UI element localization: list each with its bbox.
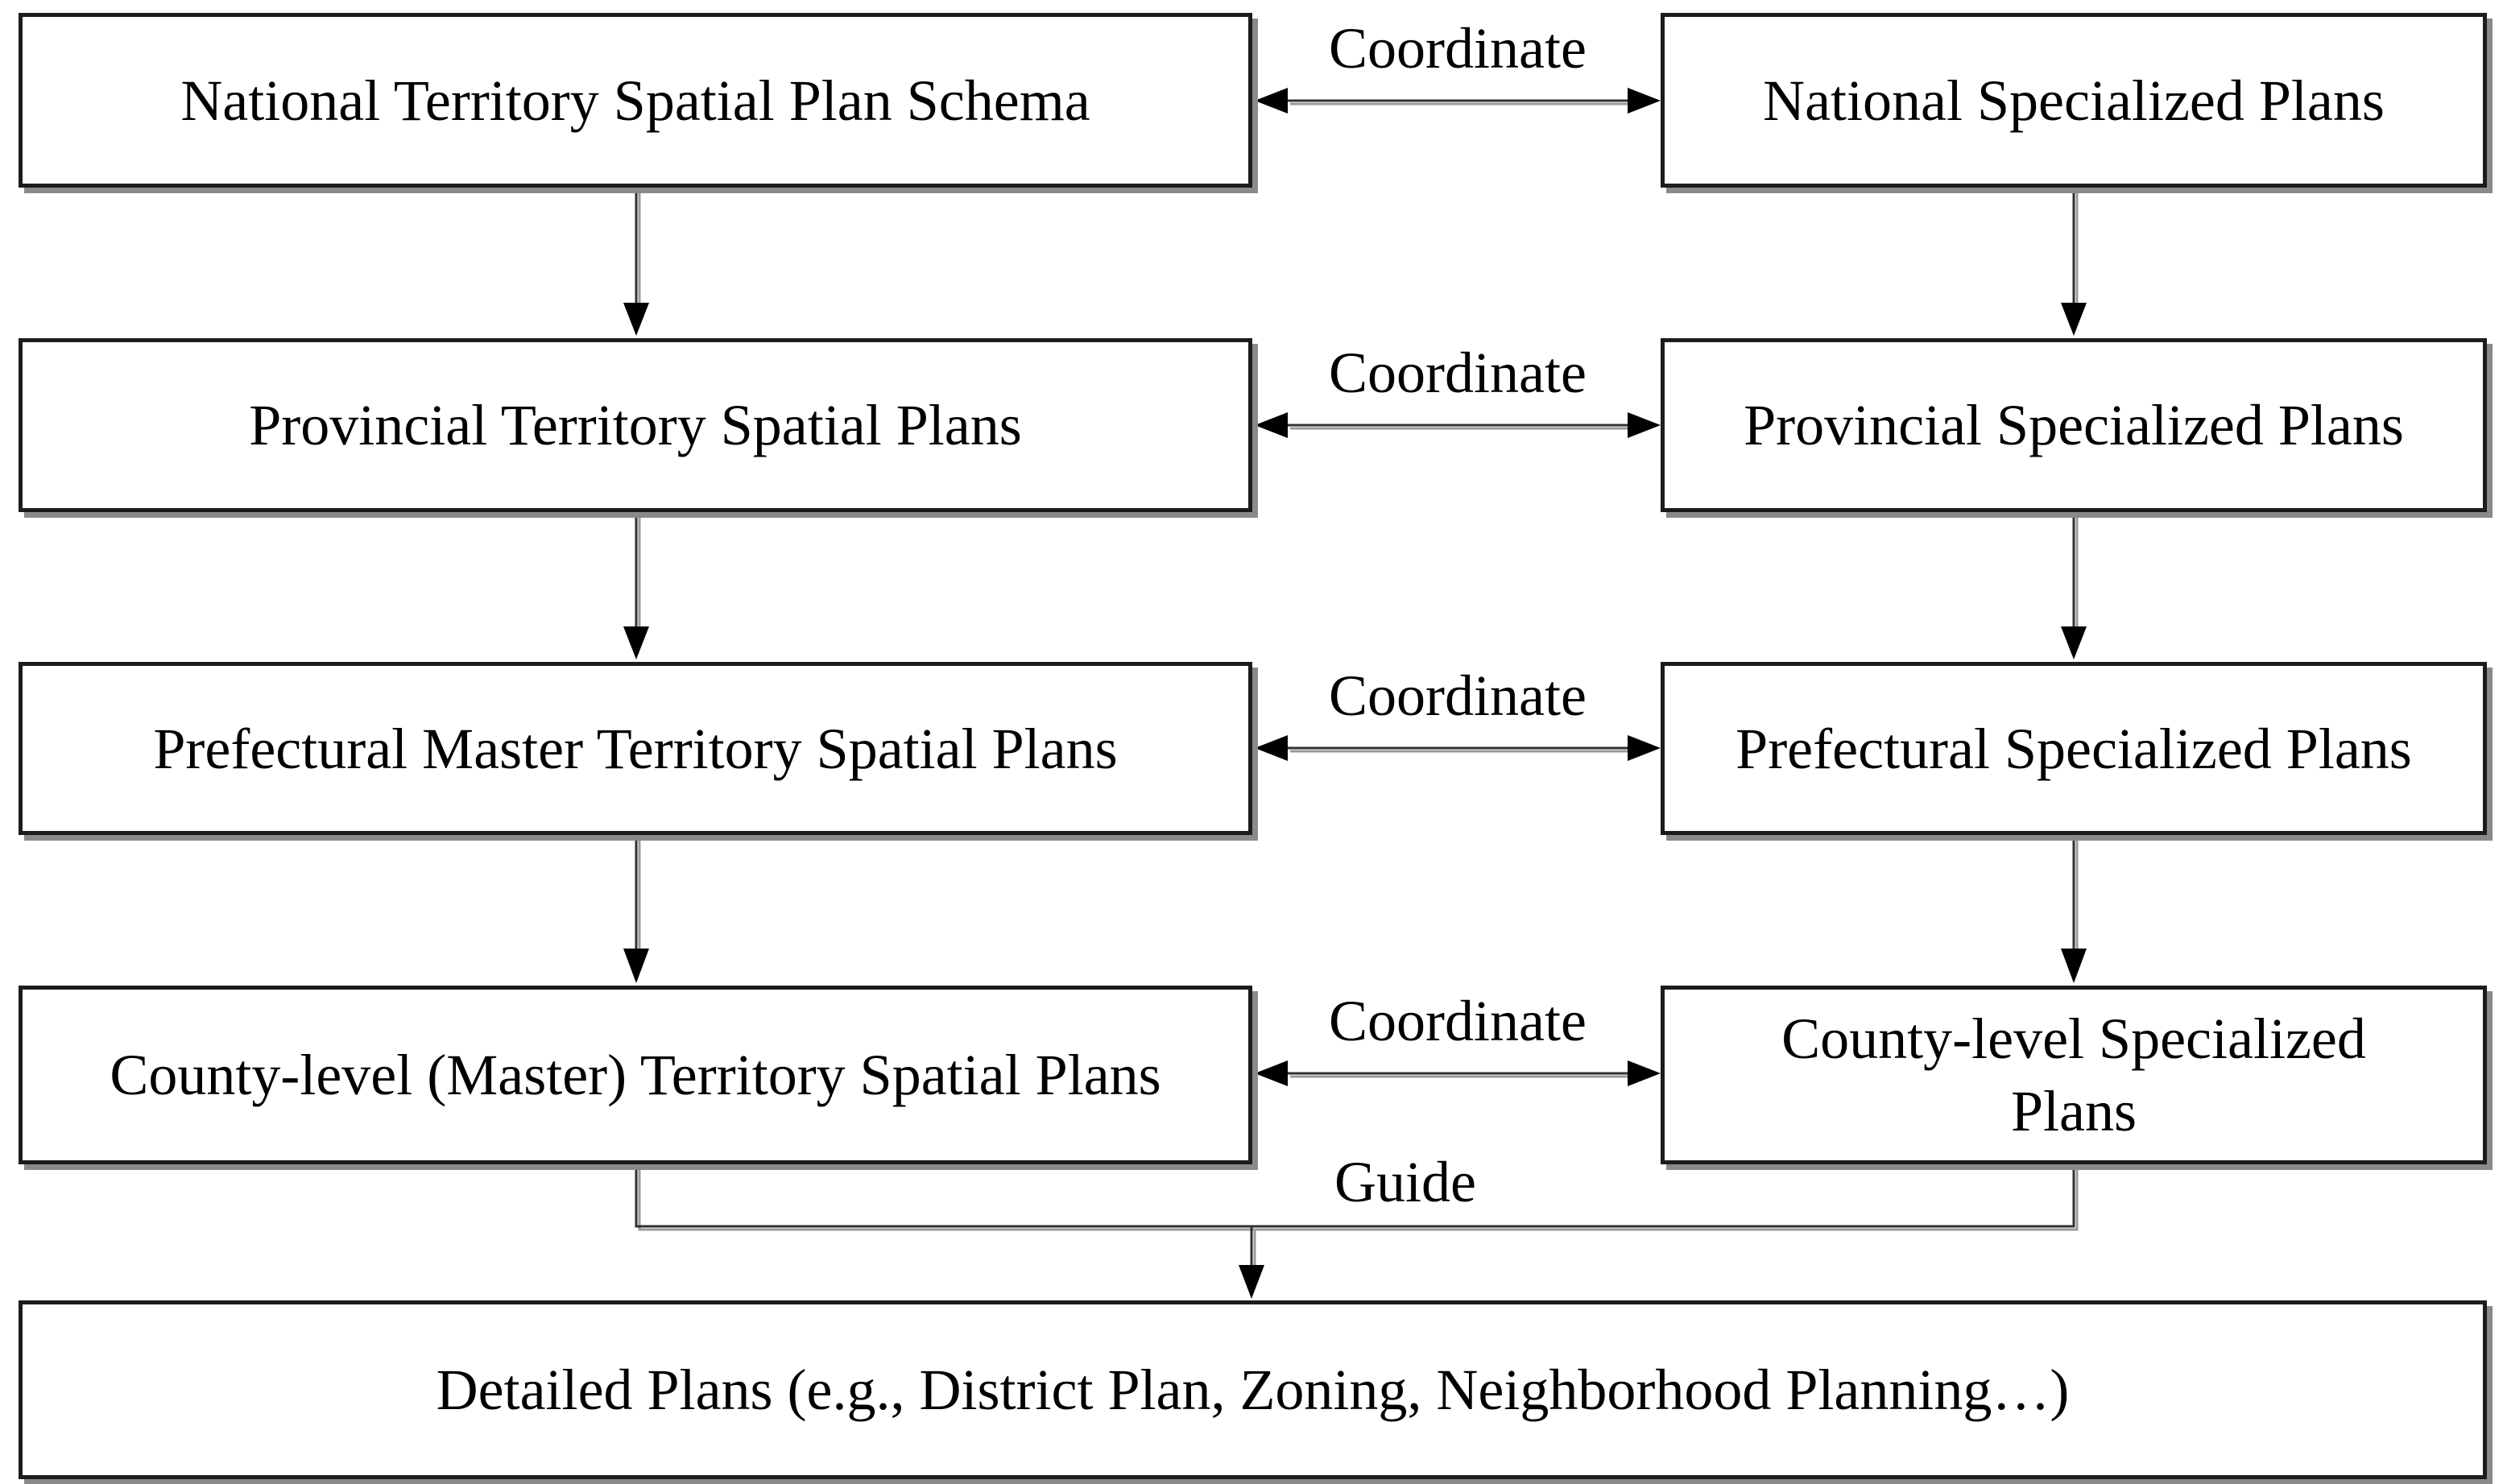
arrow-left-3-to-4 bbox=[623, 837, 649, 983]
box-provincial-territory-spatial-plans: Provincial Territory Spatial Plans bbox=[19, 338, 1252, 512]
coordinate-label-row4: Coordinate bbox=[1329, 989, 1587, 1053]
box-county-level-specialized-plans: County-level Specialized Plans bbox=[1661, 986, 2487, 1164]
box-county-level-master-territory-spatial-plans: County-level (Master) Territory Spatial … bbox=[19, 986, 1252, 1164]
guide-label: Guide bbox=[1334, 1150, 1476, 1214]
box-provincial-specialized-plans: Provincial Specialized Plans bbox=[1661, 338, 2487, 512]
arrow-left-1-to-2 bbox=[623, 190, 649, 336]
box-detailed-plans: Detailed Plans (e.g., District Plan, Zon… bbox=[19, 1300, 2487, 1479]
box-prefectural-specialized-plans: Prefectural Specialized Plans bbox=[1661, 662, 2487, 835]
coordinate-label-row2: Coordinate bbox=[1329, 341, 1587, 405]
coordinate-arrow-row4 bbox=[1255, 1060, 1661, 1086]
guide-connector bbox=[635, 1164, 2079, 1299]
coordinate-label-row3: Coordinate bbox=[1329, 663, 1587, 728]
coordinate-arrow-row2 bbox=[1255, 412, 1661, 438]
box-national-specialized-plans: National Specialized Plans bbox=[1661, 13, 2487, 188]
arrow-right-1-to-2 bbox=[2061, 190, 2087, 336]
box-national-territory-spatial-plan-schema: National Territory Spatial Plan Schema bbox=[19, 13, 1252, 188]
coordinate-arrow-row1 bbox=[1255, 88, 1661, 114]
coordinate-arrow-row3 bbox=[1255, 735, 1661, 761]
arrow-left-2-to-3 bbox=[623, 514, 649, 659]
box-prefectural-master-territory-spatial-plans: Prefectural Master Territory Spatial Pla… bbox=[19, 662, 1252, 835]
coordinate-label-row1: Coordinate bbox=[1329, 16, 1587, 81]
arrow-right-3-to-4 bbox=[2061, 837, 2087, 983]
arrow-right-2-to-3 bbox=[2061, 514, 2087, 659]
